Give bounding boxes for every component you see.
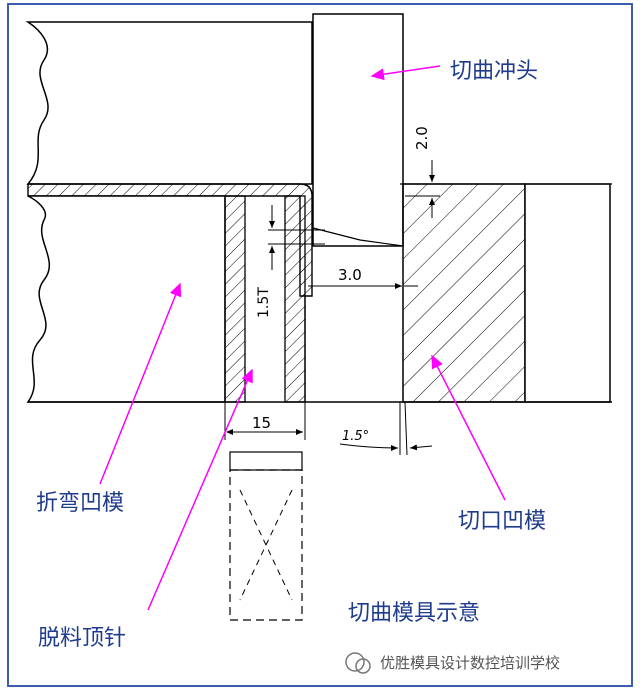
punch-bevel [312,227,404,247]
ejector-cross-b [239,489,293,601]
ejector-pin [229,469,303,621]
bending-punch [312,13,404,247]
dim-width: 15 [252,414,271,432]
dim-thickness: 1.5T [256,287,272,318]
outer-frame [7,3,633,687]
label-cut-die: 切口凹模 [458,509,546,534]
watermark: 优胜模具设计数控培训学校 [345,652,560,674]
label-bend-die: 折弯凹模 [36,491,124,516]
bending-die [26,195,226,403]
leader-ejector [147,368,253,611]
guide-wall-right [284,195,306,403]
leader-bend-die [99,282,182,485]
dim-ext-angle-b [404,401,408,456]
leader-cut-die [431,354,506,501]
dim-angle: 1.5° [342,429,369,444]
label-ejector: 脱料顶针 [38,626,126,651]
die-block-right [524,183,611,403]
dim-offset: 3.0 [338,266,362,284]
upper-plate [25,21,313,185]
diagram-title: 切曲模具示意 [348,601,480,626]
watermark-text: 优胜模具设计数控培训学校 [380,654,560,672]
cutting-die [402,183,526,403]
wechat-icon [345,652,365,672]
dim-arrow-angle-right [409,444,433,451]
ejector-head [229,451,303,471]
guide-wall-left [224,195,246,403]
dim-arrow-angle-left [339,443,399,451]
label-punch: 切曲冲头 [450,59,538,84]
dim-gap-top: 2.0 [413,126,431,150]
leader-punch [370,65,441,81]
wechat-icon-inner [355,658,371,674]
